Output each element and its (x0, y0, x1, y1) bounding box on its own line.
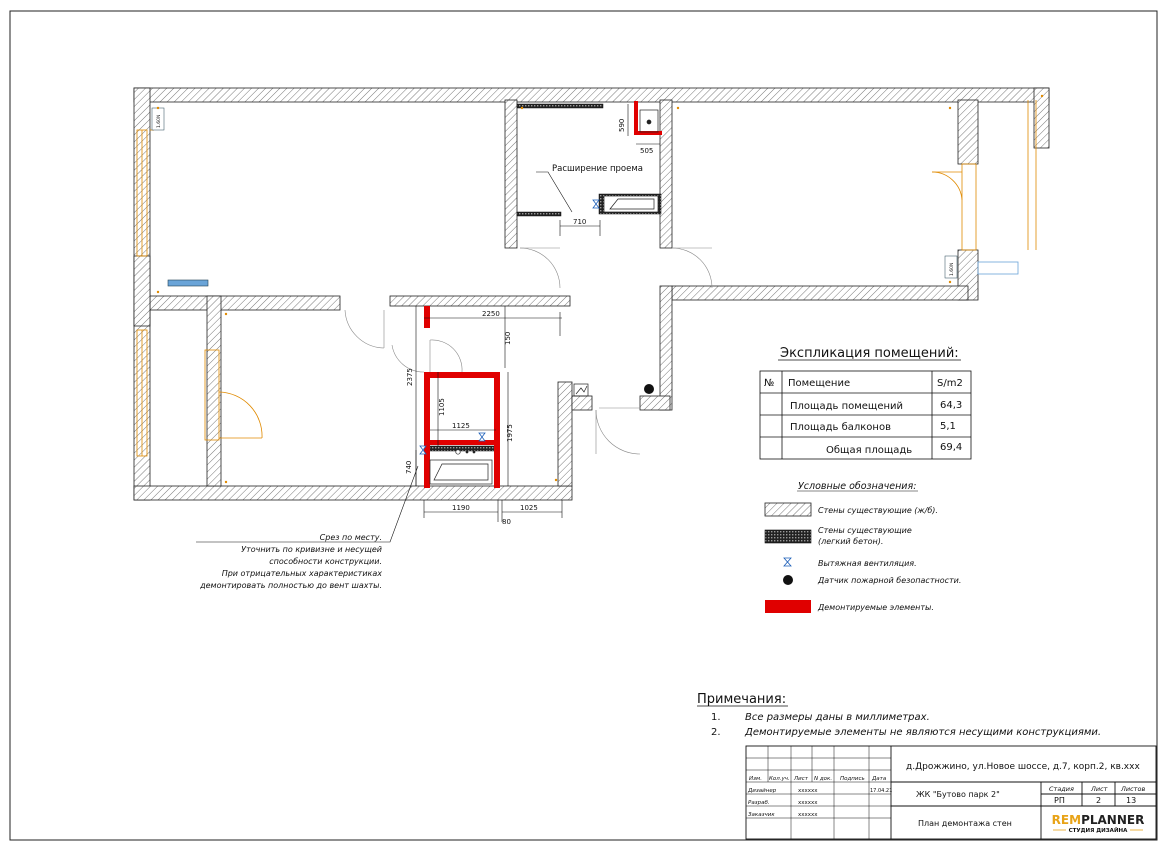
dim-150: 150 (504, 332, 512, 345)
dim-505: 505 (640, 147, 653, 155)
dim-80: 80 (502, 518, 511, 526)
floor-plan: 1.60N 1.60N (133, 87, 1050, 590)
stamp-col-ndok: N док. (814, 776, 832, 782)
table-row-total-value: 69,4 (940, 442, 962, 453)
stamp-col-izm: Изм. (749, 776, 762, 782)
dim-1975: 1975 (506, 424, 514, 442)
table-header-room: Помещение (788, 378, 850, 389)
stamp-address: д.Дрожжино, ул.Новое шоссе, д.7, корп.2,… (906, 762, 1140, 772)
legend-swatch-demolished (765, 600, 811, 613)
radiator-icon (167, 279, 209, 287)
stamp-sheets-value: 13 (1126, 796, 1136, 805)
title-block: Изм. Кол.уч. Лист N док. Подпись Дата Ди… (745, 745, 1157, 840)
legend-swatch-rc (764, 502, 812, 517)
notes: Примечания: 1. Все размеры даны в миллим… (697, 692, 1101, 738)
dim-1125: 1125 (452, 422, 470, 430)
light-walls (425, 103, 662, 452)
cut-note-line-4: При отрицательных характеристиках (222, 569, 383, 578)
stamp-col-list: Лист (793, 776, 809, 782)
stamp-sheets-label: Листов (1120, 785, 1145, 793)
stamp-stage-value: РП (1054, 796, 1065, 805)
explication-table: Экспликация помещений: № Помещение S/m2 … (759, 346, 972, 460)
bath-fixture (603, 195, 659, 213)
table-row-balcony-label: Площадь балконов (790, 422, 891, 433)
ventilation-icon-bath (419, 445, 427, 455)
legend-ventilation-icon (783, 557, 792, 567)
legend: Условные обозначения: Стены существующие… (764, 481, 961, 613)
cut-note-line-3: способности конструкции. (269, 557, 382, 566)
dim-740: 740 (405, 461, 413, 474)
legend-title: Условные обозначения: (798, 481, 916, 492)
logo-subtitle: СТУДИЯ ДИЗАЙНА (1069, 826, 1129, 834)
note-2-text: Демонтируемые элементы не являются несущ… (744, 727, 1101, 738)
balcony-right (931, 100, 1037, 275)
stamp-role-customer: Заказчик (748, 812, 775, 818)
legend-fire-sensor: Датчик пожарной безопастности. (817, 576, 961, 585)
cut-note: Срез по месту. Уточнить по кривизне и не… (199, 533, 382, 590)
legend-existing-light-1: Стены существующие (818, 526, 912, 535)
notes-title: Примечания: (697, 692, 786, 707)
stamp-name-designer: xxxxxx (798, 788, 818, 794)
table-row-balcony-value: 5,1 (940, 421, 956, 432)
bath-fixture-lower (429, 449, 493, 485)
corner-markers (156, 94, 1044, 484)
stamp-stage-label: Стадия (1049, 785, 1074, 793)
dim-1105: 1105 (438, 398, 446, 416)
dim-2375: 2375 (406, 368, 414, 386)
legend-existing-rc: Стены существующие (ж/б). (818, 506, 938, 515)
explication-title: Экспликация помещений: (780, 346, 959, 361)
legend-demolished: Демонтируемые элементы. (817, 603, 934, 612)
demolished-walls (424, 101, 662, 488)
stamp-sheet-title: План демонтажа стен (918, 819, 1012, 828)
table-row-rooms-label: Площадь помещений (790, 401, 903, 412)
stamp-role-developer: Разраб. (748, 800, 770, 806)
note-2-num: 2. (711, 727, 721, 738)
stamp-col-data: Дата (871, 776, 887, 782)
dim-710: 710 (573, 218, 586, 226)
doors (344, 247, 713, 455)
legend-existing-light-2: (легкий бетон). (818, 537, 883, 546)
note-1-num: 1. (711, 712, 721, 723)
stamp-col-podpis: Подпись (840, 776, 865, 782)
radiator-tag-right (944, 255, 958, 279)
cut-note-line-1: Срез по месту. (320, 533, 382, 542)
stamp-col-kol: Кол.уч. (769, 776, 790, 782)
stamp-sheet-label: Лист (1090, 785, 1108, 793)
note-1-text: Все размеры даны в миллиметрах. (745, 712, 930, 723)
stamp-name-customer: xxxxxx (798, 812, 818, 818)
sheet-frame (9, 10, 1158, 841)
legend-swatch-light (764, 529, 812, 544)
outer-walls (133, 87, 1050, 501)
fire-sensor-icon (644, 384, 654, 394)
stamp-date-designer: 17.04.21 (870, 788, 892, 794)
sink-fixture (639, 109, 659, 133)
cut-note-line-5: демонтировать полностью до вент шахты. (199, 581, 382, 590)
remplanner-logo: REMPLANNER СТУДИЯ ДИЗАЙНА (1052, 813, 1145, 834)
shaft-marker (573, 383, 589, 397)
table-row-rooms-value: 64,3 (940, 400, 962, 411)
legend-fire-sensor-icon (783, 575, 793, 585)
logo-wordmark: REMPLANNER (1052, 813, 1145, 827)
dimension-lines (196, 104, 660, 543)
cut-note-line-2: Уточнить по кривизне и несущей (241, 545, 382, 554)
ventilation-icon-lower (478, 432, 486, 442)
dim-2250: 2250 (482, 310, 500, 318)
radiator-tag-right-text: 1.60N (949, 263, 955, 276)
dim-1190: 1190 (452, 504, 470, 512)
ventilation-icon (592, 199, 600, 209)
stamp-name-developer: xxxxxx (798, 800, 818, 806)
stamp-complex: ЖК "Бутово парк 2" (916, 790, 1000, 799)
stamp-sheet-value: 2 (1096, 796, 1101, 805)
table-header-num: № (764, 378, 774, 389)
radiator-tag-left-text: 1.60N (156, 115, 162, 128)
dim-1025: 1025 (520, 504, 538, 512)
legend-ventilation: Вытяжная вентиляция. (818, 559, 917, 568)
stamp-role-designer: Дизайнер (747, 788, 777, 794)
table-header-area: S/m2 (937, 378, 963, 389)
opening-expansion-label: Расширение проема (552, 164, 643, 174)
window-left-bottom (136, 329, 263, 457)
table-row-total-label: Общая площадь (826, 445, 912, 456)
dim-590: 590 (618, 119, 626, 132)
